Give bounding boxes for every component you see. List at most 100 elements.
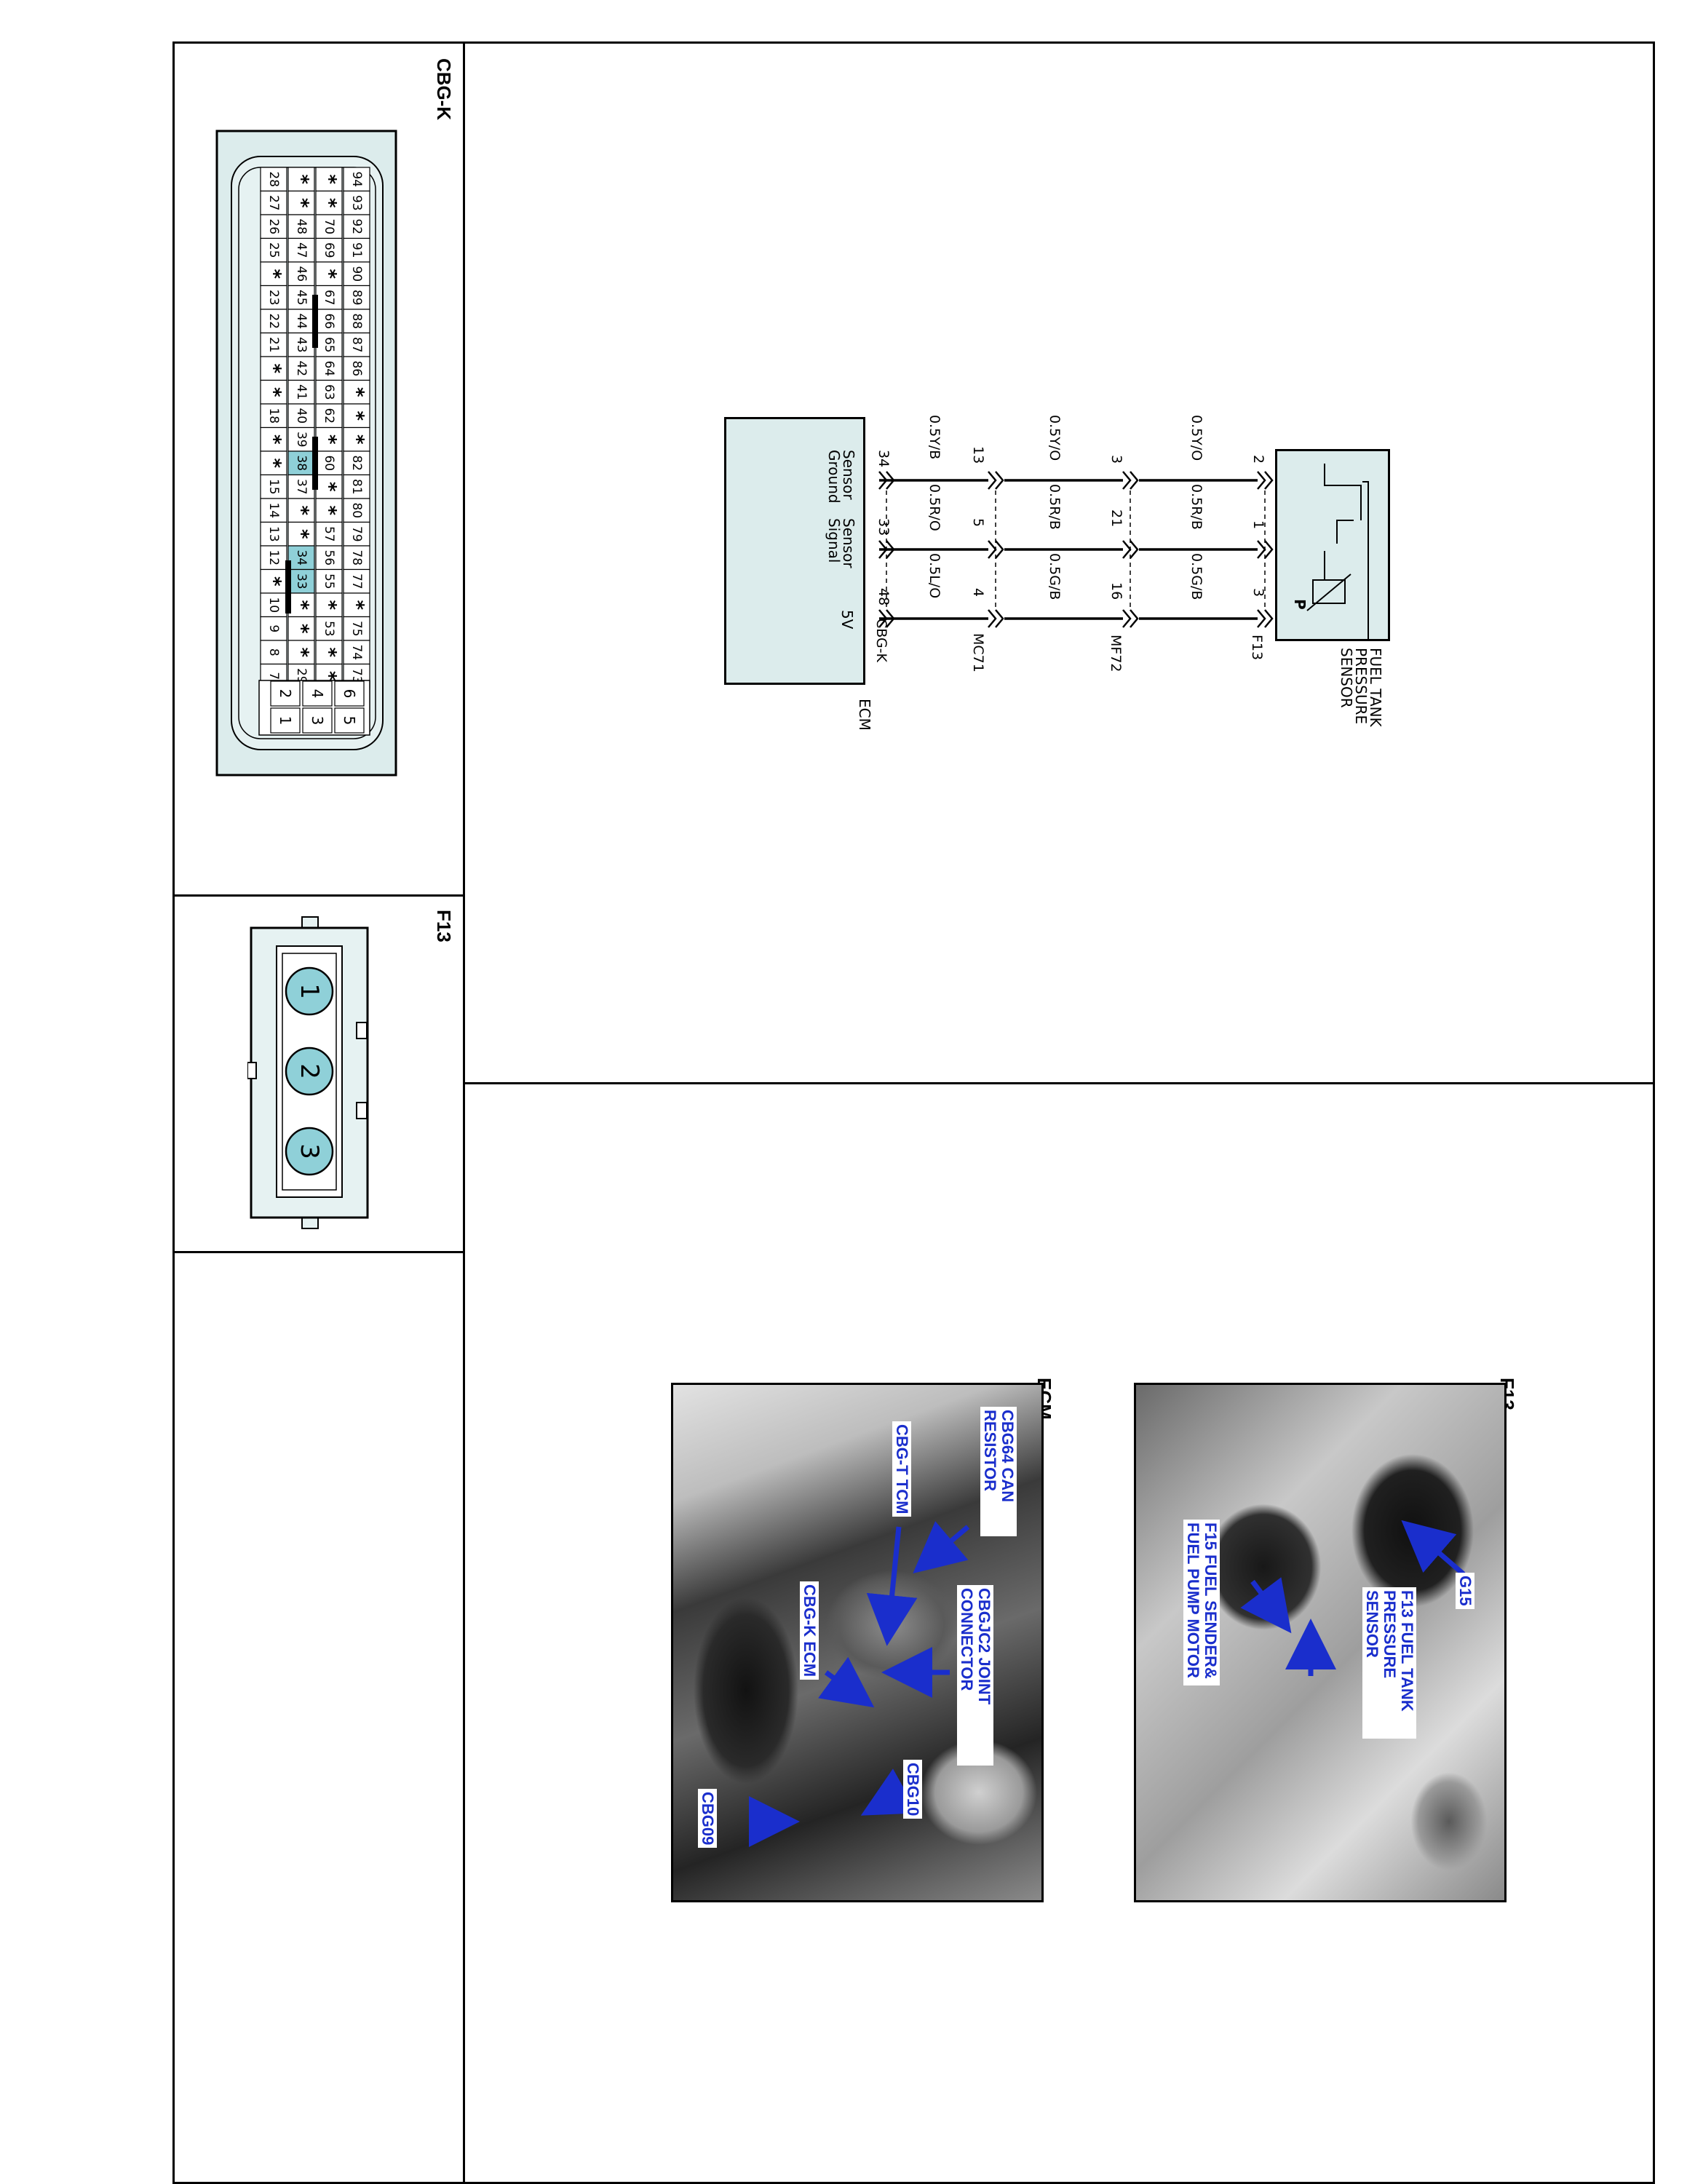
cbg-k-pin-label: 48 xyxy=(294,218,309,234)
cbg-k-pin-label: 9 xyxy=(266,624,281,632)
f13-pin-1 xyxy=(285,966,334,1016)
cbg-k-pin-label: 77 xyxy=(349,573,364,589)
cbg-k-pin-cell xyxy=(287,261,315,287)
cbg-k-pin-label: * xyxy=(290,529,312,539)
cbg-k-pin-cell xyxy=(260,498,287,523)
wire-label-seg2-1: 0.5Y/O xyxy=(1047,415,1063,461)
cbg-k-pin-label: 67 xyxy=(322,290,336,306)
f13-pin-label: 3 xyxy=(295,1143,324,1159)
cbg-k-key-bar xyxy=(312,295,318,348)
cbg-k-pin-label: 29 xyxy=(294,668,309,684)
cbg-k-pin-cell xyxy=(343,261,370,287)
cbg-k-pin-label: * xyxy=(318,269,340,279)
cbg-k-pin-cell xyxy=(315,356,343,381)
cbg-k-pin-label: 92 xyxy=(349,218,364,234)
cbg-k-pin-label: 34 xyxy=(294,549,309,565)
cbg-k-pin-label: 21 xyxy=(266,337,281,353)
connector-chevron xyxy=(886,609,895,628)
cbg-k-pin-label: * xyxy=(290,600,312,610)
connector-chevron xyxy=(988,471,997,490)
cbg-k-pin-label: 69 xyxy=(322,242,336,258)
cbg-k-pin-cell xyxy=(260,261,287,287)
cbg-k-pin-cell xyxy=(315,426,343,452)
cbg-k-pin-cell xyxy=(315,379,343,405)
cbg-k-pin-label: * xyxy=(318,198,340,208)
cbg-k-pin-label: 65 xyxy=(322,337,336,353)
cbg-k-pin-label: * xyxy=(318,505,340,515)
inline1-pin-3: 3 xyxy=(1108,455,1124,464)
cbg-k-pin-cell xyxy=(343,309,370,334)
cbg-k-pin-label: 42 xyxy=(294,360,309,376)
cbg-k-pin-cell xyxy=(287,592,315,618)
cbg-k-pin-label: * xyxy=(346,600,368,610)
sensor-symbol: P xyxy=(1291,599,1309,610)
cbg-k-pin-cell xyxy=(260,285,287,310)
cbg-k-pin-label: 39 xyxy=(294,432,309,448)
cbg-k-pin-label: * xyxy=(290,505,312,515)
cbg-k-pin-cell xyxy=(315,403,343,429)
cbg-k-pin-label: 22 xyxy=(266,313,281,329)
cbg-k-pin-label: * xyxy=(318,600,340,610)
cbg-k-pin-cell xyxy=(287,403,315,429)
cbg-k-pin-label: * xyxy=(263,363,285,373)
inline2-pin-5: 5 xyxy=(970,518,986,528)
cbg-k-pin-label: 81 xyxy=(349,479,364,495)
cbg-k-pin-cell xyxy=(315,237,343,263)
cbg-k-pin-label: 33 xyxy=(294,573,309,589)
cbg-k-pin-cell xyxy=(260,214,287,239)
cbg-k-pin-label: 79 xyxy=(349,526,364,542)
callout-cbg64-can-resistor: CBG64 CAN RESISTOR xyxy=(980,1407,1017,1536)
cbg-k-pin-label: * xyxy=(263,576,285,587)
inline2-pin-4: 4 xyxy=(970,588,986,597)
cbg-k-pin-cell xyxy=(287,167,315,192)
callout-cbgjc2-joint-connector: CBGJC2 JOINT CONNECTOR xyxy=(957,1585,993,1766)
connector-chevron xyxy=(995,471,1004,490)
f13-connector: 123 xyxy=(247,916,369,1229)
cbg-k-power-pin-label: 4 xyxy=(309,689,326,699)
connector-chevron xyxy=(1122,471,1132,490)
connector-chevron xyxy=(1130,540,1139,559)
cbg-k-pin-label: * xyxy=(290,198,312,208)
ecm-label-sensor-signal: Sensor Signal xyxy=(825,518,857,568)
photo-ecm: CBG64 CAN RESISTOR CBG-T TCM CBGJC2 JOIN… xyxy=(671,1383,1044,1902)
cbg-k-pin-cell xyxy=(260,379,287,405)
cbg-k-pin-cell xyxy=(343,403,370,429)
cbg-k-pin-cell xyxy=(343,568,370,594)
cbg-k-power-cell xyxy=(302,680,333,707)
cbg-k-pin-label: 10 xyxy=(266,597,281,613)
cbg-k-pin-cell xyxy=(260,616,287,641)
cbg-k-pin-cell xyxy=(315,190,343,215)
cbg-k-key-bar xyxy=(285,560,291,613)
cbg-k-pin-cell xyxy=(287,379,315,405)
ecm-pin-48: 48 xyxy=(876,588,892,606)
cbg-k-pin-label: 93 xyxy=(349,195,364,211)
connector-chevron xyxy=(988,540,997,559)
photo-f13-arrows xyxy=(1240,1520,1466,1676)
cbg-k-pin-label: 60 xyxy=(322,455,336,471)
wire-label-seg1-2: 0.5R/B xyxy=(1188,484,1204,530)
cbg-k-pin-label: * xyxy=(290,647,312,657)
cbg-k-pin-cell xyxy=(315,640,343,665)
wire-label-seg3-2: 0.5R/O xyxy=(926,484,942,531)
cbg-k-pin-label: 86 xyxy=(349,360,364,376)
cbg-k-pin-label: 40 xyxy=(294,408,309,424)
cbg-k-pin-cell xyxy=(315,332,343,357)
cbg-k-pin-label: 74 xyxy=(349,644,364,660)
cbg-k-pin-cell xyxy=(287,640,315,665)
sensor-pin-1: 1 xyxy=(1250,520,1266,530)
cbg-k-pin-label: * xyxy=(263,458,285,468)
cbg-k-pin-label: * xyxy=(263,269,285,279)
connector-chevron xyxy=(1264,471,1274,490)
connector-chevron xyxy=(886,540,895,559)
right-divider-schematic-photos xyxy=(464,1082,1655,1084)
cbg-k-pin-label: 8 xyxy=(266,648,281,656)
cbg-k-pin-cell xyxy=(260,640,287,665)
callout-cbg-k-ecm: CBG-K ECM xyxy=(800,1581,819,1680)
cbg-k-pin-label: 14 xyxy=(266,502,281,518)
cbg-k-pin-cell xyxy=(315,592,343,618)
cbg-k-pin-cell xyxy=(343,521,370,547)
cbg-k-pin-cell xyxy=(260,450,287,476)
cbg-k-pin-label: 47 xyxy=(294,242,309,258)
cbg-k-pin-cell xyxy=(260,190,287,215)
cbg-k-pin-label: 62 xyxy=(322,408,336,424)
